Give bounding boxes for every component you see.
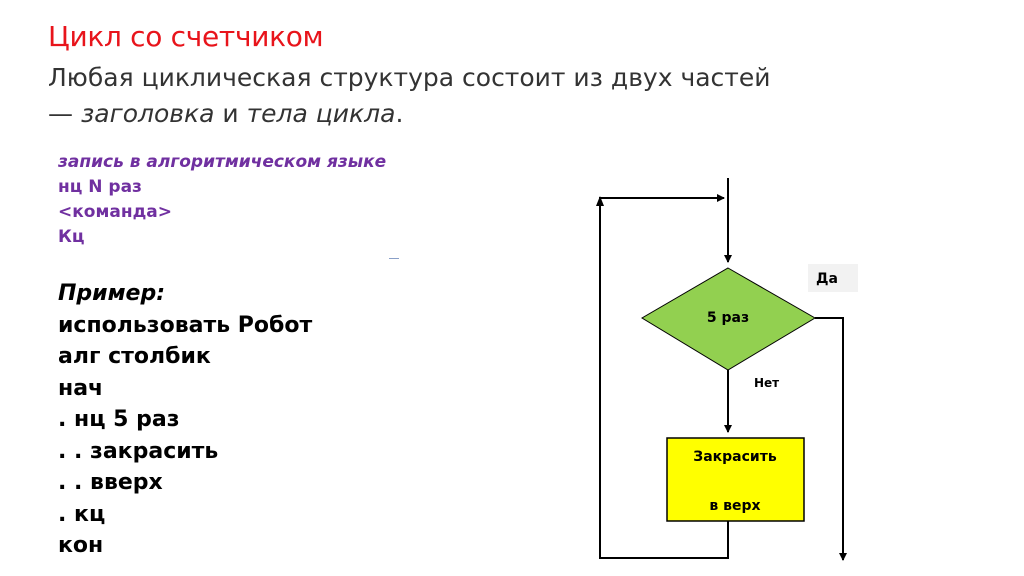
slide-title: Цикл со счетчиком (48, 20, 324, 53)
yes-label: Да (816, 271, 838, 287)
yes-label-bg (808, 264, 858, 292)
example-line: алг столбик (58, 344, 211, 369)
loop-up-arrow-icon (596, 196, 604, 206)
example-line: . . вверх (58, 470, 163, 495)
yes-branch-line (815, 317, 847, 561)
slide-subtitle: Любая циклическая структура состоит из д… (48, 60, 868, 132)
algorithm-notation: запись в алгоритмическом языке нц N раз … (58, 150, 386, 250)
algorithm-line: нц N раз (58, 177, 142, 197)
algorithm-line: Кц (58, 227, 85, 247)
example-code: Пример: использовать Робот алг столбик н… (58, 278, 312, 562)
subtitle-and: и (214, 99, 247, 128)
subtitle-dash: — (48, 99, 81, 128)
example-line: . . закрасить (58, 438, 219, 464)
example-line: кон (58, 533, 104, 558)
subtitle-body-term: тела цикла (246, 99, 396, 128)
algorithm-line: <команда> (58, 202, 173, 222)
decorative-dash (389, 258, 399, 259)
action-box (666, 437, 805, 522)
no-label: Нет (754, 376, 779, 390)
algorithm-heading: запись в алгоритмическом языке (58, 152, 387, 172)
example-line: использовать Робот (58, 312, 313, 338)
action-label-line2: в верх (709, 498, 760, 514)
subtitle-end: . (395, 99, 404, 128)
action-label-line1: Закрасить (693, 449, 777, 465)
example-line: . нц 5 раз (58, 407, 180, 432)
loop-back-line (599, 194, 729, 559)
example-line: . кц (58, 501, 106, 527)
condition-label: 5 раз (707, 310, 749, 326)
subtitle-line1: Любая циклическая структура состоит из д… (48, 63, 771, 92)
subtitle-header-term: заголовка (80, 99, 215, 128)
example-line: нач (58, 375, 104, 401)
example-heading: Пример: (58, 281, 166, 306)
